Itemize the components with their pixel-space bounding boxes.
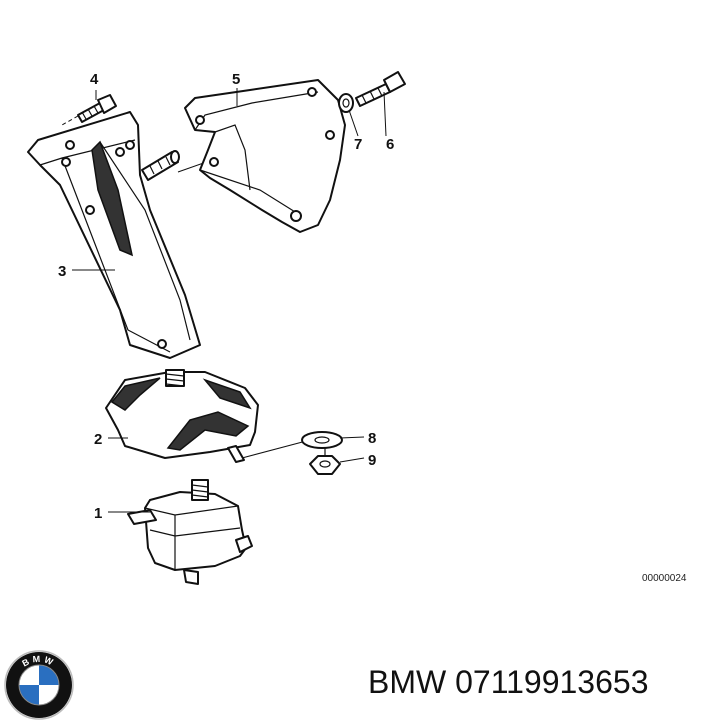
callout-6: 6 <box>386 136 394 153</box>
engine-support-bracket <box>27 111 201 359</box>
part-number-caption: BMW 07119913653 <box>368 664 649 700</box>
callout-2: 2 <box>94 431 102 448</box>
logo-quadrant-blue <box>19 685 39 705</box>
svg-text:BMW: BMW <box>20 654 57 669</box>
callout-4: 4 <box>90 71 99 88</box>
engine-side-bracket <box>184 79 346 233</box>
washer-part-7 <box>338 93 354 113</box>
hex-nut-part-9 <box>309 448 341 475</box>
callout-8: 8 <box>368 430 376 447</box>
logo-quadrant-blue <box>39 665 59 685</box>
callout-3: 3 <box>58 263 66 280</box>
washer-part-8 <box>301 431 343 449</box>
callout-7: 7 <box>354 136 362 153</box>
bmw-logo: BMW <box>4 650 74 720</box>
callout-1: 1 <box>94 505 102 522</box>
rubber-mount-part-2 <box>105 369 311 463</box>
drawing-code: 00000024 <box>642 573 687 584</box>
callout-leaders <box>72 88 387 513</box>
bolt-part-6 <box>355 71 406 107</box>
callout-5: 5 <box>232 71 240 88</box>
bolt-part-4 <box>61 94 117 126</box>
rubber-mount-part-1 <box>127 479 253 585</box>
callout-9: 9 <box>368 452 376 469</box>
